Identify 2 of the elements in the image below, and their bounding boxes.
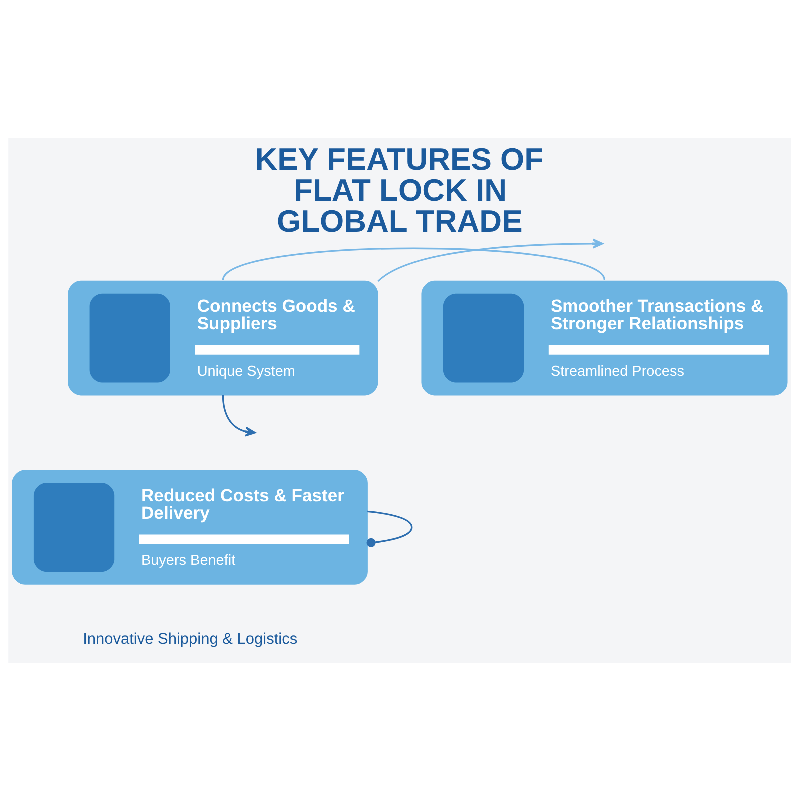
diagram-title: KEY FEATURES OF FLAT LOCK IN GLOBAL TRADE [255, 142, 544, 239]
caption: Innovative Shipping & Logistics [83, 630, 298, 648]
